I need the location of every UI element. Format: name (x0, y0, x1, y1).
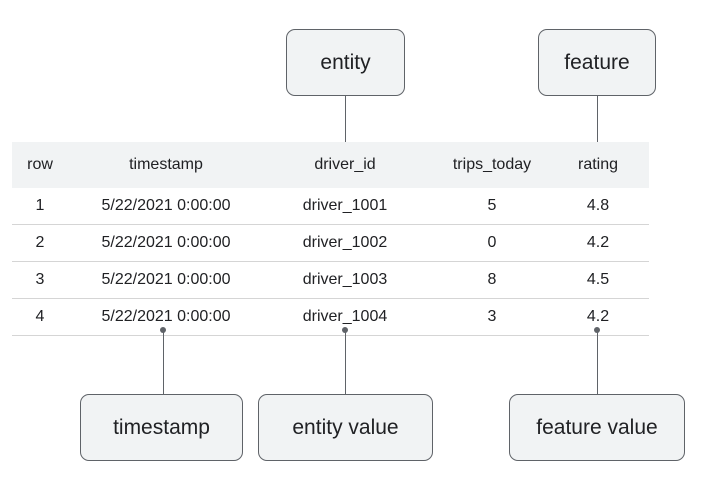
cell-trips-today: 5 (487, 197, 497, 214)
entity-connector (345, 96, 346, 148)
cell-timestamp: 5/22/2021 0:00:00 (101, 197, 231, 214)
cell-driver-id: driver_1004 (302, 308, 388, 325)
header-row: row (27, 156, 53, 173)
feature-connector (597, 96, 598, 148)
cell-trips-today: 0 (487, 234, 497, 251)
cell-row: 3 (35, 271, 45, 288)
table-row: 1 5/22/2021 0:00:00 driver_1001 5 4.8 (12, 188, 649, 225)
feature-value-callout: feature value (509, 394, 685, 461)
cell-trips-today: 8 (487, 271, 497, 288)
cell-rating: 4.2 (586, 234, 610, 251)
header-timestamp: timestamp (129, 156, 203, 173)
table-row: 2 5/22/2021 0:00:00 driver_1002 0 4.2 (12, 225, 649, 262)
feature-value-connector (597, 330, 598, 394)
data-table: row timestamp driver_id trips_today rati… (12, 142, 649, 336)
entity-callout: entity (286, 29, 405, 96)
cell-timestamp: 5/22/2021 0:00:00 (101, 234, 231, 251)
cell-trips-today: 3 (487, 308, 497, 325)
cell-rating: 4.5 (586, 271, 610, 288)
feature-callout: feature (538, 29, 656, 96)
timestamp-callout-label: timestamp (113, 415, 210, 439)
cell-driver-id: driver_1003 (302, 271, 388, 288)
cell-driver-id: driver_1002 (302, 234, 388, 251)
cell-rating: 4.2 (586, 308, 610, 325)
table-row: 4 5/22/2021 0:00:00 driver_1004 3 4.2 (12, 299, 649, 336)
table-header-row: row timestamp driver_id trips_today rati… (12, 142, 649, 188)
cell-row: 1 (35, 197, 45, 214)
timestamp-connector (163, 330, 164, 394)
table-row: 3 5/22/2021 0:00:00 driver_1003 8 4.5 (12, 262, 649, 299)
cell-timestamp: 5/22/2021 0:00:00 (101, 308, 231, 325)
cell-rating: 4.8 (586, 197, 610, 214)
header-driver-id: driver_id (314, 156, 376, 173)
cell-row: 4 (35, 308, 45, 325)
cell-row: 2 (35, 234, 45, 251)
entity-value-connector (345, 330, 346, 394)
cell-driver-id: driver_1001 (302, 197, 388, 214)
entity-value-callout: entity value (258, 394, 433, 461)
timestamp-callout: timestamp (80, 394, 243, 461)
entity-callout-label: entity (320, 50, 371, 74)
cell-timestamp: 5/22/2021 0:00:00 (101, 271, 231, 288)
feature-value-callout-label: feature value (536, 415, 658, 439)
feature-callout-label: feature (564, 50, 630, 74)
header-trips-today: trips_today (452, 156, 532, 173)
header-rating: rating (577, 156, 619, 173)
entity-value-callout-label: entity value (292, 415, 399, 439)
